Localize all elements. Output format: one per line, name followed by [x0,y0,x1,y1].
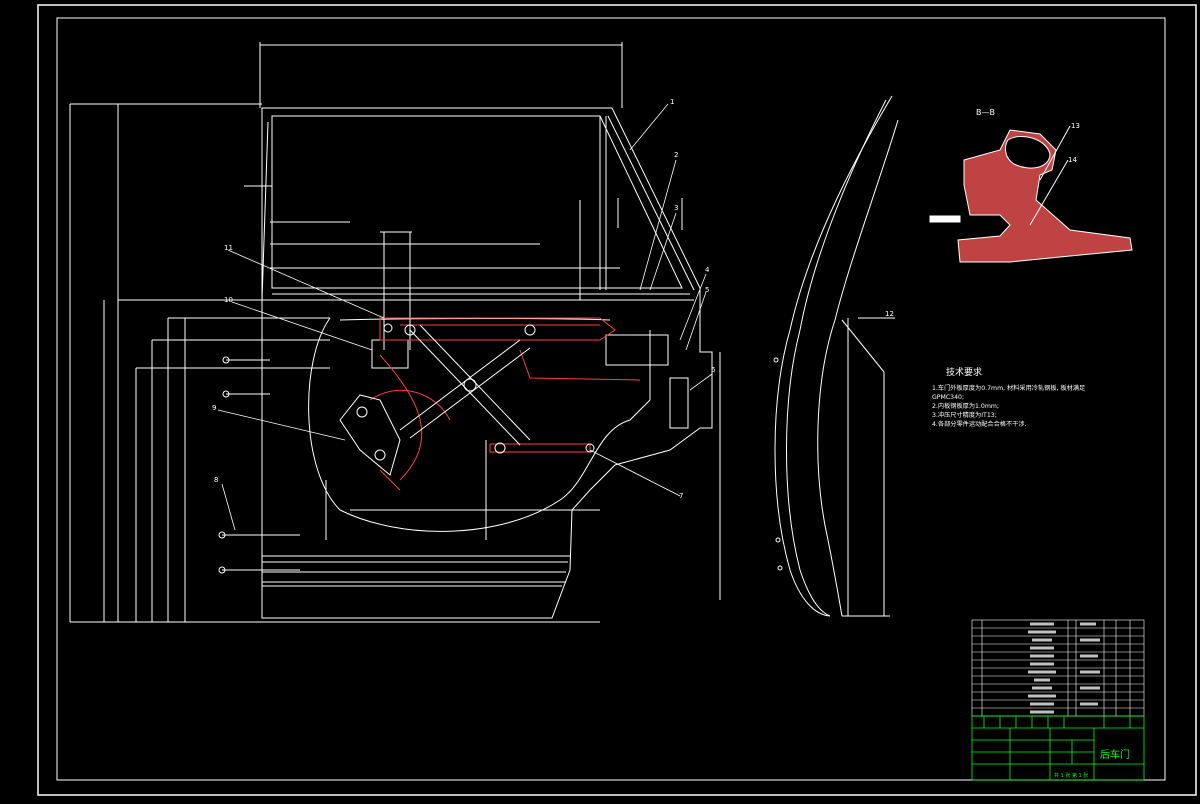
callout-2: 2 [674,151,678,159]
drawing-title: 后车门 [1100,748,1130,761]
parts-list-table [971,619,1145,717]
tech-note-line: 2.内板钢板厚为1.0mm; [932,402,999,410]
tech-note-line: GPMC340; [932,394,964,401]
tech-note-line: 1.车门外板厚度为0.7mm, 材料采用冷轧钢板, 板材满足 [932,384,1085,392]
door-main-view [69,42,721,623]
callout-labels: 1 2 3 4 5 6 7 8 9 10 11 12 13 14 [212,98,1080,500]
section-bb-profile [929,125,1133,263]
callout-12: 12 [885,310,894,318]
callout-8: 8 [214,476,218,484]
callout-11: 11 [224,244,233,252]
tech-note-line: 4.各部分零件运动配合合格不干涉. [932,420,1027,428]
regulator-arms [339,323,595,476]
callout-7: 7 [679,492,683,500]
tech-notes-title: 技术要求 [946,366,982,378]
inner-border [56,17,1166,781]
title-block [971,715,1145,781]
callout-1: 1 [670,98,674,106]
outer-border [37,4,1197,796]
technical-requirements: 技术要求 1.车门外板厚度为0.7mm, 材料采用冷轧钢板, 板材满足 GPMC… [932,366,1085,428]
callout-4: 4 [705,266,710,274]
window-regulator-mechanism [369,317,641,491]
callout-9: 9 [212,404,216,412]
callout-6: 6 [711,366,716,374]
section-label: B—B [976,108,995,117]
door-side-view [773,95,899,617]
tech-note-line: 3.冲压尺寸精度为IT13; [932,411,997,419]
callout-10: 10 [224,296,233,304]
callout-13: 13 [1071,122,1080,130]
callout-3: 3 [674,204,678,212]
callout-14: 14 [1068,156,1077,164]
callout-leaders [217,103,713,531]
parts-list-entries [1028,622,1100,714]
sheet-info: 共 1 张 第 1 张 [1054,772,1088,779]
callout-5: 5 [705,286,709,294]
